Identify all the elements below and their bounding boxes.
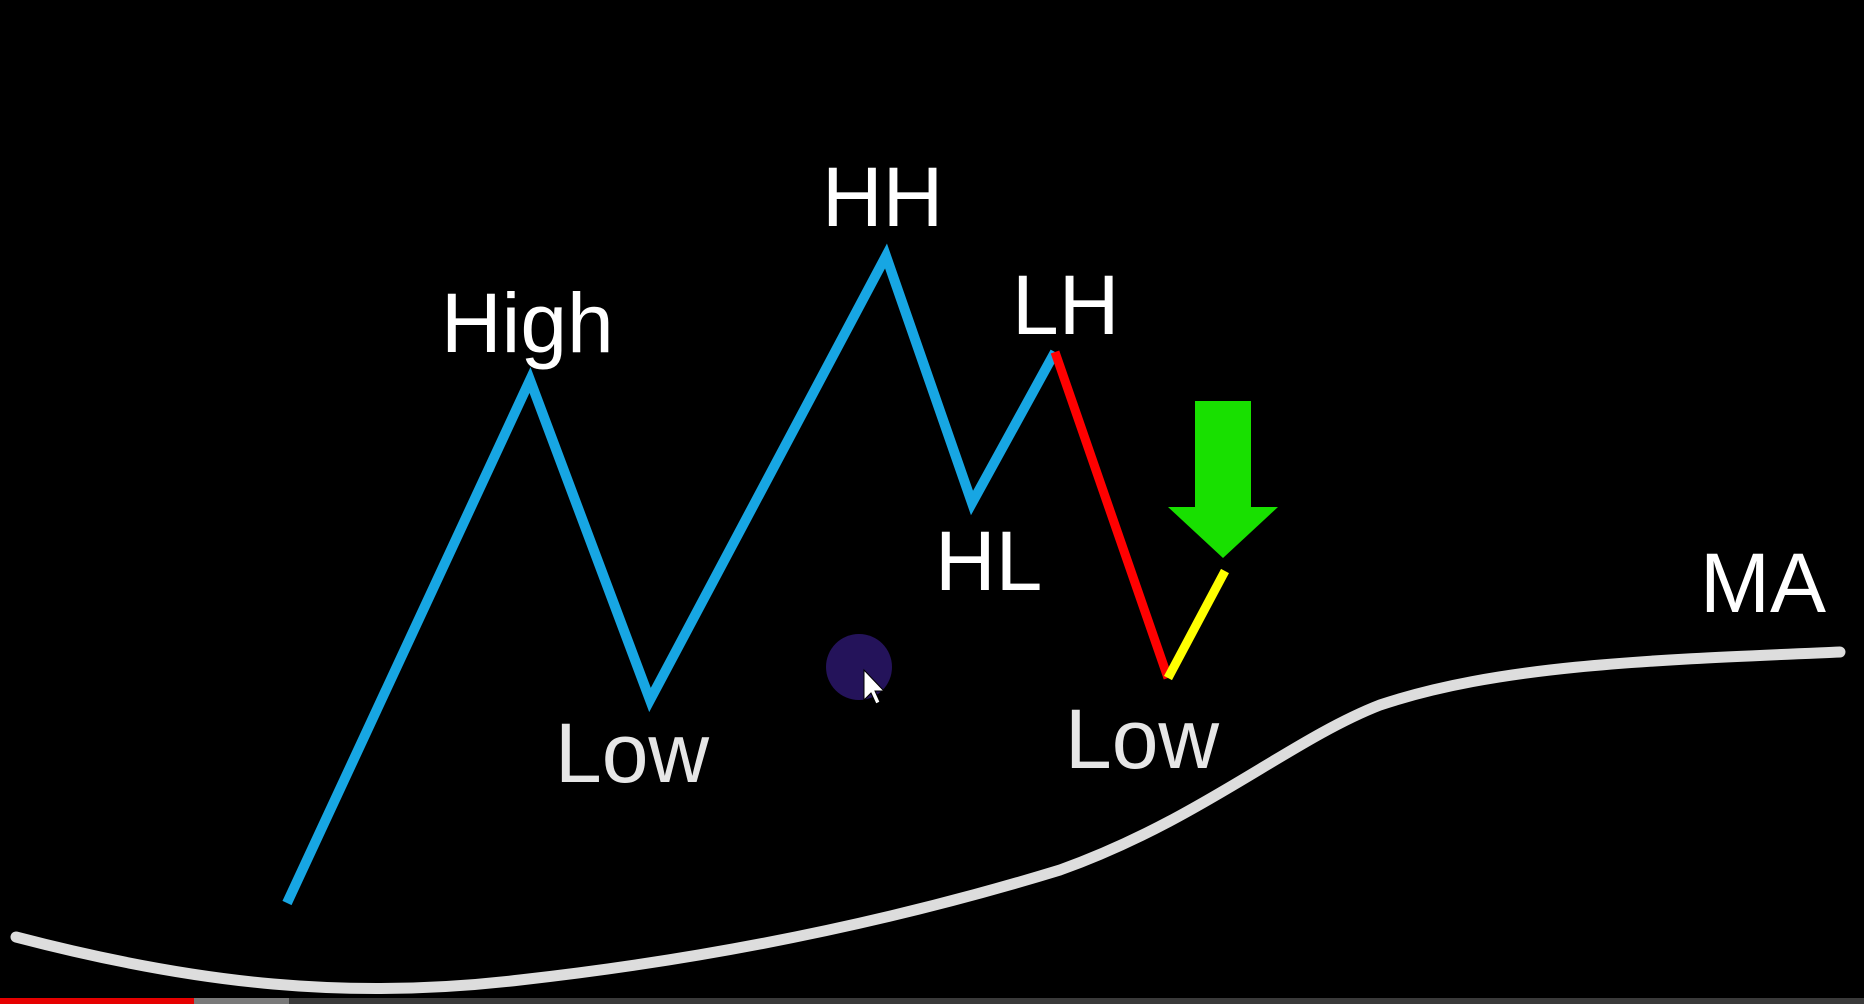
price-swing-line <box>282 243 1060 906</box>
cursor-arrow <box>863 668 886 705</box>
video-progress-played <box>0 998 194 1004</box>
low-label-1: Low <box>555 706 709 800</box>
higher-low-label: HL <box>935 514 1042 608</box>
moving-average-curve <box>10 646 1846 995</box>
lower-high-label: LH <box>1012 258 1119 352</box>
video-progress-bar[interactable] <box>0 998 1864 1004</box>
higher-high-label: HH <box>822 150 943 244</box>
retracement-leg <box>1164 568 1229 681</box>
mouse-pointer-icon <box>826 634 892 705</box>
low-label-2: Low <box>1065 692 1219 786</box>
video-progress-buffered <box>194 998 289 1004</box>
moving-average-label: MA <box>1700 536 1826 630</box>
lower-high-down-leg <box>1050 350 1173 680</box>
arrow-down-icon <box>1168 401 1278 558</box>
high-label: High <box>441 276 614 370</box>
